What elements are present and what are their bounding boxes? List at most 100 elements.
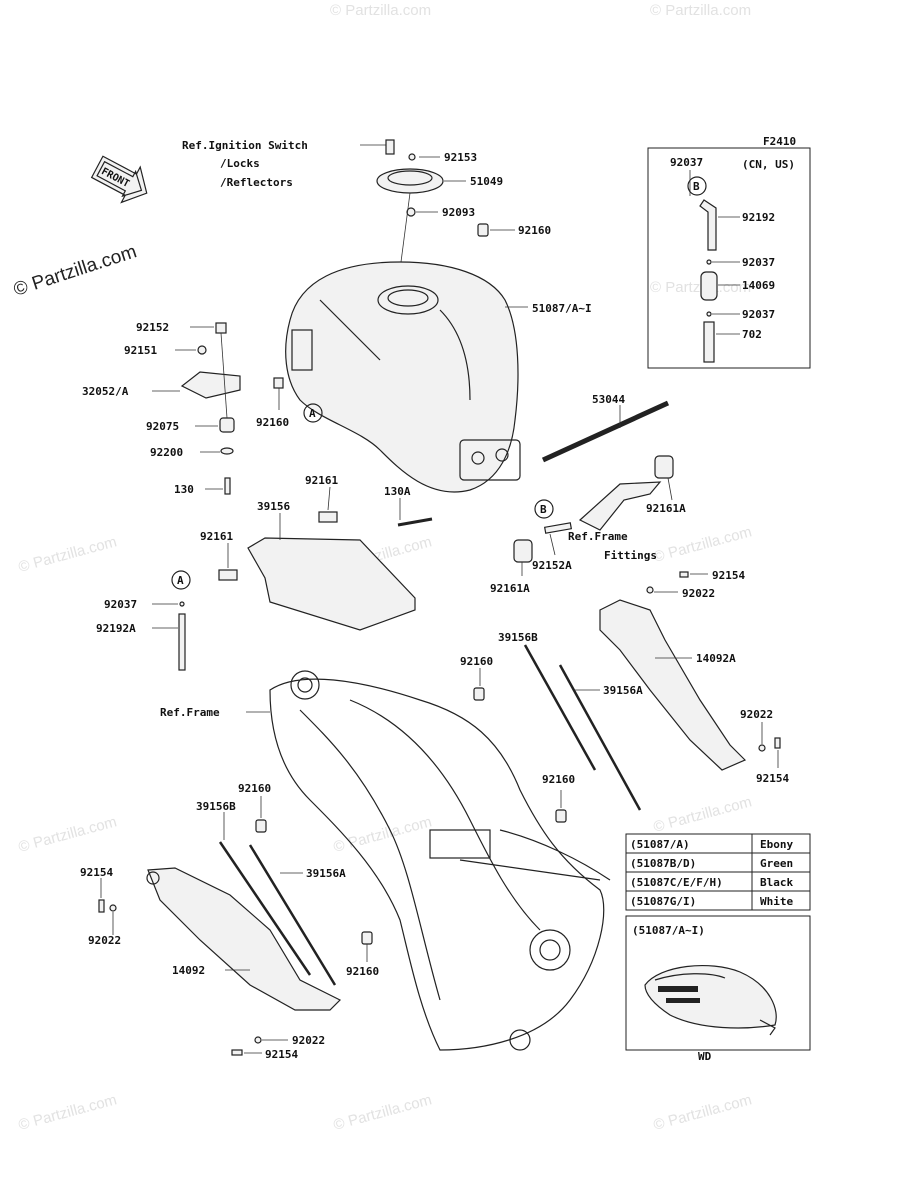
part-label-92160-left[interactable]: 92160 <box>256 416 289 429</box>
color-table-code-1: (51087B/D) <box>630 857 696 870</box>
frame-body <box>269 670 611 1051</box>
tank-inset-caption: WD <box>698 1050 712 1063</box>
pad-39156[interactable] <box>247 537 416 631</box>
part-label-14092[interactable]: 14092 <box>172 964 205 977</box>
watermark: © Partzilla.com <box>652 1091 754 1134</box>
inset-region-label: (CN, US) <box>742 158 795 171</box>
grommet-92160[interactable] <box>477 223 489 237</box>
part-label-130a[interactable]: 130A <box>384 485 411 498</box>
part-label-92093[interactable]: 92093 <box>442 206 475 219</box>
part-label-92022-a[interactable]: 92022 <box>682 587 715 600</box>
frame-fittings-bracket <box>578 481 662 531</box>
ref-locks-label: /Locks <box>220 157 260 170</box>
part-label-92161-a[interactable]: 92161 <box>305 474 338 487</box>
tank-inset-title: (51087/A~I) <box>632 924 705 937</box>
part-label-92160-bottom[interactable]: 92160 <box>346 965 379 978</box>
part-label-51049[interactable]: 51049 <box>470 175 503 188</box>
strip-39156a-right[interactable] <box>558 664 642 811</box>
ref-frame-label: Ref.Frame <box>160 706 220 719</box>
part-label-92161a-right[interactable]: 92161A <box>646 502 686 515</box>
part-label-92151[interactable]: 92151 <box>124 344 157 357</box>
callout-b <box>534 499 554 519</box>
part-label-92200[interactable]: 92200 <box>150 446 183 459</box>
part-label-39156b-b[interactable]: 39156B <box>196 800 236 813</box>
ref-frame-fittings-label-2: Fittings <box>604 549 657 562</box>
tank-inset-box <box>625 915 811 1051</box>
part-label-92075[interactable]: 92075 <box>146 420 179 433</box>
cover-14092[interactable] <box>147 867 342 1011</box>
color-table-code-3: (51087G/I) <box>630 895 696 908</box>
grommet-92160-low[interactable] <box>255 819 267 833</box>
part-label-92022-c[interactable]: 92022 <box>88 934 121 947</box>
pad-92161-a[interactable] <box>318 511 338 523</box>
bracket-32052[interactable] <box>180 322 241 495</box>
part-label-39156a-b[interactable]: 39156A <box>306 867 346 880</box>
color-table: (51087/A) Ebony (51087B/D) Green (51087C… <box>625 833 811 911</box>
cover-14092a[interactable] <box>599 599 747 771</box>
hose-92192[interactable] <box>699 199 717 251</box>
hose-92192a[interactable] <box>178 613 186 671</box>
part-label-702[interactable]: 702 <box>742 328 762 341</box>
part-label-39156b-a[interactable]: 39156B <box>498 631 538 644</box>
part-label-92161-b[interactable]: 92161 <box>200 530 233 543</box>
part-label-92153[interactable]: 92153 <box>444 151 477 164</box>
part-label-92037-top[interactable]: 92037 <box>670 156 703 169</box>
watermark: © Partzilla.com <box>332 813 434 856</box>
watermark: © Partzilla.com <box>652 523 754 566</box>
strip-39156b-left[interactable] <box>218 841 312 976</box>
part-label-92037-left[interactable]: 92037 <box>104 598 137 611</box>
damper-92161a-bottom[interactable] <box>513 539 533 563</box>
pin-92152a[interactable] <box>543 522 573 534</box>
partzilla-watermark-main: © Partzilla.com <box>11 241 139 301</box>
part-label-92154-c[interactable]: 92154 <box>80 866 113 879</box>
part-label-92154-a[interactable]: 92154 <box>712 569 745 582</box>
part-label-130[interactable]: 130 <box>174 483 194 496</box>
part-label-32052[interactable]: 32052/A <box>82 385 129 398</box>
watermark: © Partzilla.com <box>330 2 431 19</box>
inset-cn-us-box <box>647 147 811 369</box>
part-label-92160-mid2[interactable]: 92160 <box>542 773 575 786</box>
hose-702[interactable] <box>703 321 715 363</box>
part-label-53044[interactable]: 53044 <box>592 393 625 406</box>
strip-53044[interactable] <box>541 400 670 463</box>
part-label-92192a[interactable]: 92192A <box>96 622 136 635</box>
part-label-92160-low[interactable]: 92160 <box>238 782 271 795</box>
part-label-92022-b[interactable]: 92022 <box>740 708 773 721</box>
part-label-92154-d[interactable]: 92154 <box>265 1048 298 1061</box>
damper-92161a[interactable] <box>654 455 674 479</box>
bolt-130a[interactable] <box>397 517 433 527</box>
strip-39156b-right[interactable] <box>523 644 597 771</box>
grommet-92160-bottom[interactable] <box>361 931 373 945</box>
pad-92161-b[interactable] <box>218 569 238 581</box>
part-label-92152[interactable]: 92152 <box>136 321 169 334</box>
grommet-92160-mid2[interactable] <box>555 809 567 823</box>
part-label-92161a-bottom[interactable]: 92161A <box>490 582 530 595</box>
callout-a-hose-label: A <box>177 574 184 587</box>
callout-b-label: B <box>540 503 547 516</box>
front-arrow-icon: FRONT <box>90 155 148 204</box>
part-label-92154-b[interactable]: 92154 <box>756 772 789 785</box>
grommet-92160-left[interactable] <box>273 377 284 389</box>
part-label-92037-low[interactable]: 92037 <box>742 308 775 321</box>
part-label-92037-mid[interactable]: 92037 <box>742 256 775 269</box>
ref-ignition-switch-label: Ref.Ignition Switch <box>182 139 308 152</box>
filter-14069[interactable] <box>700 271 718 301</box>
part-label-14069[interactable]: 14069 <box>742 279 775 292</box>
part-label-14092a[interactable]: 14092A <box>696 652 736 665</box>
part-label-92152a[interactable]: 92152A <box>532 559 572 572</box>
part-label-39156[interactable]: 39156 <box>257 500 290 513</box>
strip-39156a-left[interactable] <box>248 844 337 986</box>
part-label-92192[interactable]: 92192 <box>742 211 775 224</box>
part-label-51087[interactable]: 51087/A~I <box>532 302 592 315</box>
watermark: © Partzilla.com <box>17 1091 119 1134</box>
grommet-92160-mid[interactable] <box>473 687 485 701</box>
fuel-cap-assembly[interactable] <box>376 139 466 286</box>
watermark: © Partzilla.com <box>652 793 754 836</box>
part-label-39156a-a[interactable]: 39156A <box>603 684 643 697</box>
fuel-tank-51087[interactable] <box>285 261 521 493</box>
part-label-92022-d[interactable]: 92022 <box>292 1034 325 1047</box>
part-label-92160-top[interactable]: 92160 <box>518 224 551 237</box>
part-label-92160-mid[interactable]: 92160 <box>460 655 493 668</box>
